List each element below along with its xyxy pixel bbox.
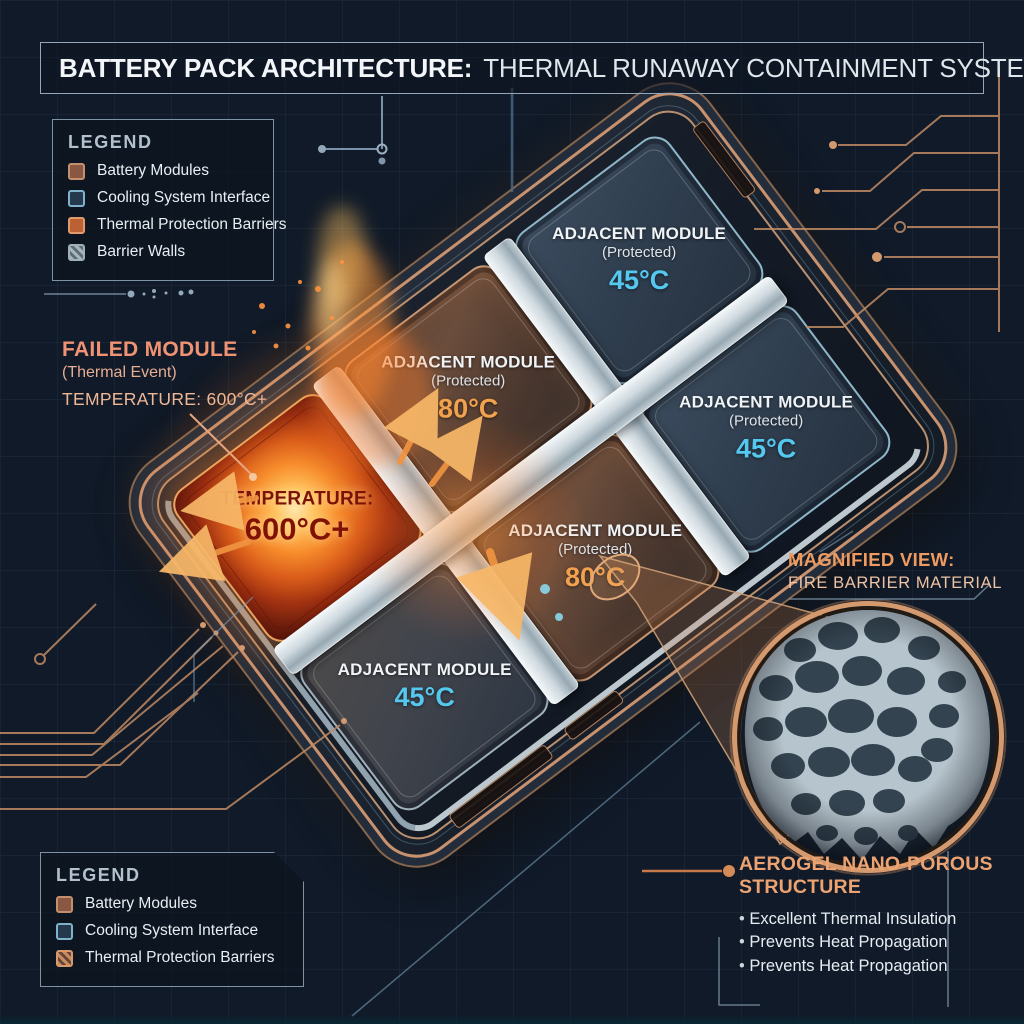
aerogel-bullet: Prevents Heat Propagation bbox=[739, 931, 1017, 954]
magnified-view-title: MAGNIFIED VIEW: bbox=[788, 549, 955, 570]
legend-swatch-battery-modules bbox=[56, 896, 73, 913]
failed-module-annotation: FAILED MODULE (Thermal Event) TEMPERATUR… bbox=[62, 338, 267, 409]
legend-item-label: Battery Modules bbox=[97, 162, 209, 179]
decor-dots-top bbox=[318, 88, 514, 192]
decor-dots-row bbox=[44, 289, 194, 299]
module-temp: 80°C bbox=[565, 562, 626, 593]
legend-item-cooling-system: Cooling System Interface bbox=[68, 189, 270, 207]
module-label: ADJACENT MODULE (Protected) 45°C bbox=[552, 223, 726, 298]
module-label: ADJACENT MODULE 45°C bbox=[337, 658, 511, 714]
magnified-view-subtitle: FIRE BARRIER MATERIAL bbox=[788, 574, 1002, 592]
module-title: ADJACENT MODULE bbox=[679, 392, 854, 412]
module-label: ADJACENT MODULE (Protected) 45°C bbox=[679, 392, 853, 467]
aerogel-bullet: Excellent Thermal Insulation bbox=[739, 908, 1017, 931]
legend-bottom: LEGEND Battery Modules Cooling System In… bbox=[40, 852, 304, 987]
legend-item-label: Cooling System Interface bbox=[97, 189, 271, 206]
legend-item-label: Battery Modules bbox=[85, 895, 197, 912]
module-temp: 45°C bbox=[609, 265, 670, 296]
module-subtitle: (Protected) bbox=[558, 541, 633, 559]
module-title: ADJACENT MODULE bbox=[381, 352, 556, 372]
legend-swatch-cooling-system bbox=[56, 923, 73, 940]
legend-title: LEGEND bbox=[68, 132, 153, 152]
failed-module-title: FAILED MODULE bbox=[62, 338, 238, 361]
failed-temp-value: 600°C+ bbox=[245, 511, 350, 547]
legend-swatch-thermal-barriers bbox=[68, 216, 85, 234]
legend-item-label: Thermal Protection Barriers bbox=[85, 949, 275, 966]
aerogel-leader-line bbox=[642, 865, 735, 877]
bottom-edge-strip bbox=[0, 1014, 1024, 1024]
legend-item-battery-modules: Battery Modules bbox=[68, 162, 258, 180]
foam-structure bbox=[741, 610, 995, 864]
magnified-view-label: MAGNIFIED VIEW: FIRE BARRIER MATERIAL bbox=[788, 549, 1002, 593]
legend-item-cooling-system: Cooling System Interface bbox=[56, 922, 288, 940]
legend-top: LEGEND Battery Modules Cooling System In… bbox=[52, 119, 287, 281]
legend-swatch-battery-modules bbox=[68, 162, 85, 180]
module-subtitle: (Protected) bbox=[602, 244, 677, 262]
module-title: ADJACENT MODULE bbox=[552, 224, 727, 244]
legend-swatch-thermal-barriers bbox=[56, 950, 73, 967]
module-temp: 45°C bbox=[394, 681, 455, 712]
legend-item-barrier-walls: Barrier Walls bbox=[68, 243, 258, 261]
page-title-rest: THERMAL RUNAWAY CONTAINMENT SYSTEM bbox=[483, 52, 1024, 83]
failed-temp-caption: TEMPERATURE: bbox=[220, 488, 374, 510]
failed-module-temperature: TEMPERATURE: 600°C+ bbox=[62, 388, 268, 409]
legend-item-label: Cooling System Interface bbox=[85, 922, 259, 939]
magnified-view-circle bbox=[729, 598, 1007, 876]
title-bar: BATTERY PACK ARCHITECTURE: THERMAL RUNAW… bbox=[40, 42, 1024, 94]
legend-swatch-cooling-system bbox=[68, 189, 85, 207]
legend-item-label: Barrier Walls bbox=[97, 243, 186, 260]
legend-item-thermal-barriers: Thermal Protection Barriers bbox=[68, 216, 287, 234]
failed-module-subtitle: (Thermal Event) bbox=[62, 364, 177, 382]
legend-item-thermal-barriers: Thermal Protection Barriers bbox=[56, 949, 288, 967]
module-title: ADJACENT MODULE bbox=[508, 521, 683, 541]
module-subtitle: (Protected) bbox=[729, 412, 804, 430]
aerogel-bullet: Prevents Heat Propagation bbox=[739, 955, 1017, 978]
legend-swatch-barrier-walls bbox=[68, 243, 85, 261]
legend-title: LEGEND bbox=[56, 865, 141, 885]
aerogel-bullet-list: Excellent Thermal Insulation Prevents He… bbox=[739, 908, 1017, 978]
module-failed-label: TEMPERATURE: 600°C+ bbox=[220, 488, 374, 547]
module-subtitle: (Protected) bbox=[431, 373, 506, 391]
module-label: ADJACENT MODULE (Protected) 80°C bbox=[381, 352, 555, 427]
module-temp: 80°C bbox=[438, 393, 499, 424]
aerogel-title: AEROGEL NANO-POROUS STRUCTURE bbox=[739, 853, 993, 899]
module-title: ADJACENT MODULE bbox=[337, 659, 512, 679]
legend-item-battery-modules: Battery Modules bbox=[56, 895, 288, 913]
circuit-trace-nodes-right bbox=[814, 141, 882, 262]
page-title-bold: BATTERY PACK ARCHITECTURE: bbox=[59, 52, 473, 83]
module-label: ADJACENT MODULE (Protected) 80°C bbox=[508, 520, 682, 595]
aerogel-annotation: AEROGEL NANO-POROUS STRUCTURE Excellent … bbox=[739, 853, 1017, 978]
module-temp: 45°C bbox=[736, 433, 797, 464]
legend-item-label: Thermal Protection Barriers bbox=[97, 216, 287, 233]
